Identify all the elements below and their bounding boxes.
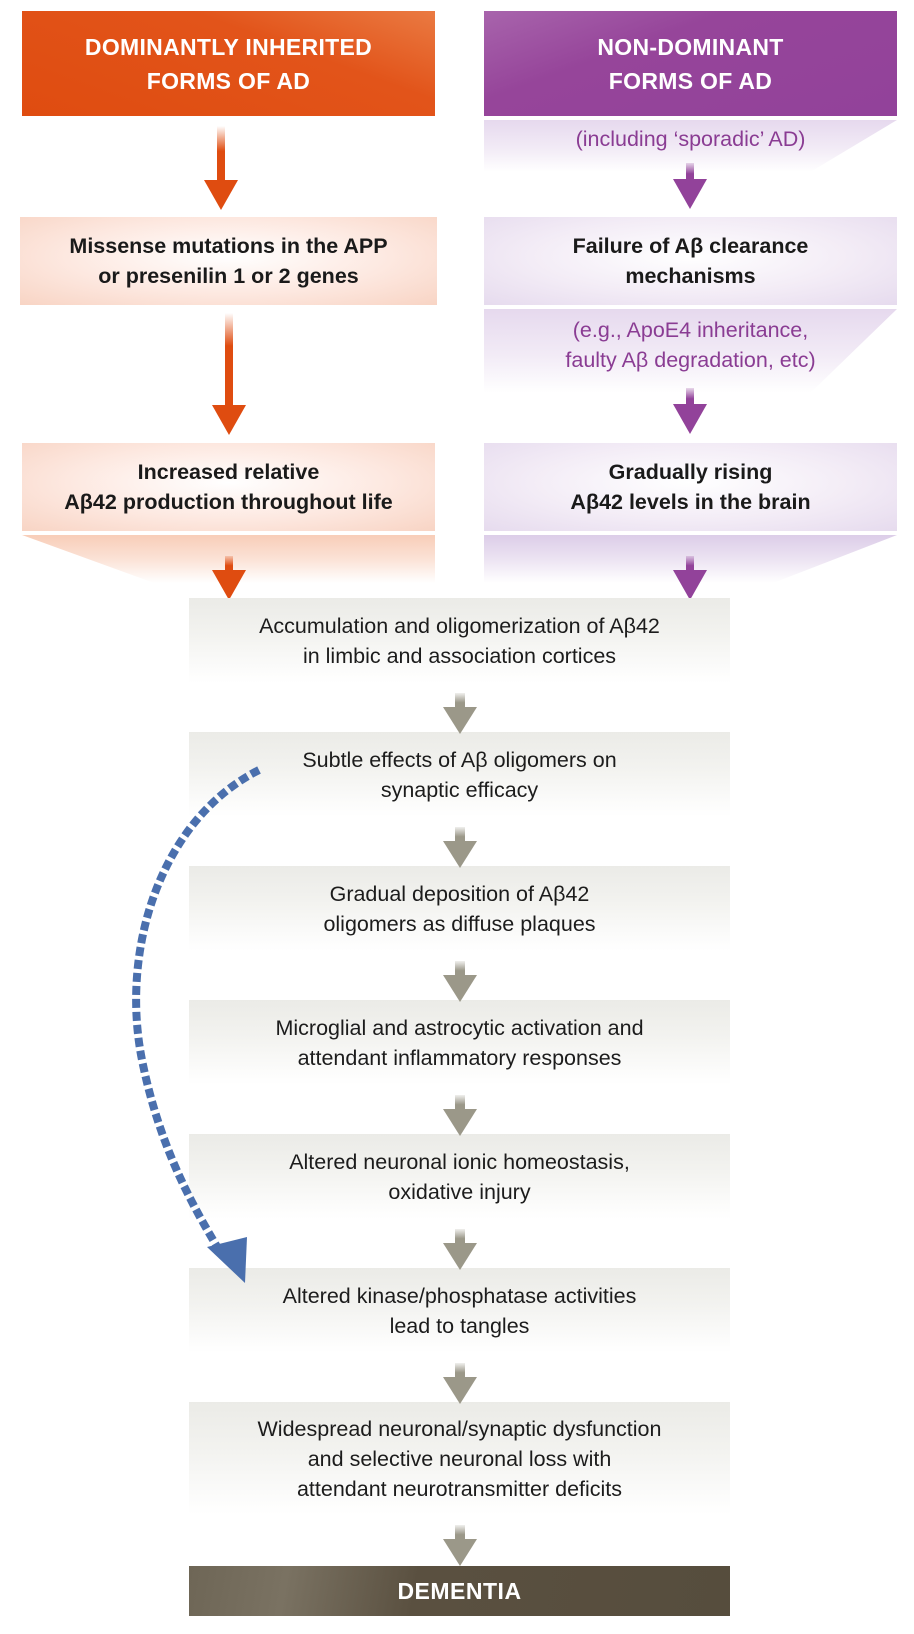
abeta-clearance-failure-box: Failure of Aβ clearance mechanisms	[484, 217, 897, 305]
non-dominant-forms-header: NON-DOMINANT FORMS OF AD	[484, 11, 897, 116]
grey-down-arrow-icon	[443, 1229, 477, 1271]
missense-mutations-box: Missense mutations in the APP or preseni…	[20, 217, 437, 305]
header-line: DOMINANTLY INHERITED	[84, 33, 373, 60]
grey-down-arrow-icon	[443, 1525, 477, 1567]
grey-down-arrow-icon	[443, 693, 477, 735]
step-line: Altered neuronal ionic homeostasis,	[289, 1149, 630, 1174]
cascade-step-tangles: Altered kinase/phosphatase activities le…	[189, 1268, 730, 1353]
step-line: Widespread neuronal/synaptic dysfunction	[257, 1416, 662, 1441]
step-line: oxidative injury	[388, 1179, 531, 1204]
box-line: Increased relative	[137, 460, 320, 484]
box-line: Aβ42 levels in the brain	[570, 490, 811, 514]
cascade-step-oxidative-injury: Altered neuronal ionic homeostasis, oxid…	[189, 1134, 730, 1219]
box-line: Gradually rising	[608, 460, 773, 484]
step-line: attendant neurotransmitter deficits	[296, 1476, 623, 1501]
orange-down-arrow-icon	[212, 313, 246, 437]
step-line: attendant inflammatory responses	[297, 1045, 622, 1070]
grey-down-arrow-icon	[443, 961, 477, 1003]
step-line: Microglial and astrocytic activation and	[275, 1015, 644, 1040]
rising-abeta42-levels-box: Gradually rising Aβ42 levels in the brai…	[484, 443, 897, 531]
note-text: (including ‘sporadic’ AD)	[575, 127, 806, 151]
step-line: in limbic and association cortices	[302, 643, 617, 668]
box-line: Missense mutations in the APP	[69, 234, 388, 258]
step-line: synaptic efficacy	[380, 777, 539, 802]
purple-down-arrow-icon	[673, 388, 707, 436]
step-line: Subtle effects of Aβ oligomers on	[302, 747, 617, 772]
dementia-label: DEMENTIA	[397, 1577, 522, 1604]
cascade-step-accumulation: Accumulation and oligomerization of Aβ42…	[189, 598, 730, 683]
dominant-forms-header: DOMINANTLY INHERITED FORMS OF AD	[22, 11, 435, 116]
step-line: Gradual deposition of Aβ42	[329, 881, 590, 906]
purple-down-arrow-icon	[673, 163, 707, 211]
box-line: mechanisms	[625, 264, 756, 288]
note-line: faulty Aβ degradation, etc)	[565, 348, 816, 372]
orange-down-arrow-icon	[212, 556, 246, 600]
sporadic-ad-note: (including ‘sporadic’ AD)	[484, 120, 897, 172]
cascade-step-diffuse-plaques: Gradual deposition of Aβ42 oligomers as …	[189, 866, 730, 951]
box-line: Aβ42 production throughout life	[64, 490, 393, 514]
increased-abeta42-production-box: Increased relative Aβ42 production throu…	[22, 443, 435, 531]
header-line: FORMS OF AD	[146, 67, 311, 94]
step-line: oligomers as diffuse plaques	[323, 911, 596, 936]
cascade-step-inflammation: Microglial and astrocytic activation and…	[189, 1000, 730, 1085]
header-line: NON-DOMINANT	[597, 33, 784, 60]
step-line: Accumulation and oligomerization of Aβ42	[259, 613, 660, 638]
cascade-step-neuronal-loss: Widespread neuronal/synaptic dysfunction…	[189, 1402, 730, 1515]
note-line: (e.g., ApoE4 inheritance,	[572, 318, 809, 342]
grey-down-arrow-icon	[443, 1363, 477, 1405]
step-line: and selective neuronal loss with	[307, 1446, 612, 1471]
grey-down-arrow-icon	[443, 1095, 477, 1137]
grey-down-arrow-icon	[443, 827, 477, 869]
header-line: FORMS OF AD	[608, 67, 773, 94]
apoe4-example-note: (e.g., ApoE4 inheritance, faulty Aβ degr…	[484, 309, 897, 393]
purple-down-arrow-icon	[673, 556, 707, 600]
box-line: Failure of Aβ clearance	[572, 234, 809, 258]
cascade-step-synaptic-efficacy: Subtle effects of Aβ oligomers on synapt…	[189, 732, 730, 817]
dementia-outcome-box: DEMENTIA	[189, 1566, 730, 1616]
box-line: or presenilin 1 or 2 genes	[98, 264, 359, 288]
step-line: Altered kinase/phosphatase activities	[282, 1283, 637, 1308]
orange-down-arrow-icon	[204, 126, 238, 212]
step-line: lead to tangles	[389, 1313, 530, 1338]
